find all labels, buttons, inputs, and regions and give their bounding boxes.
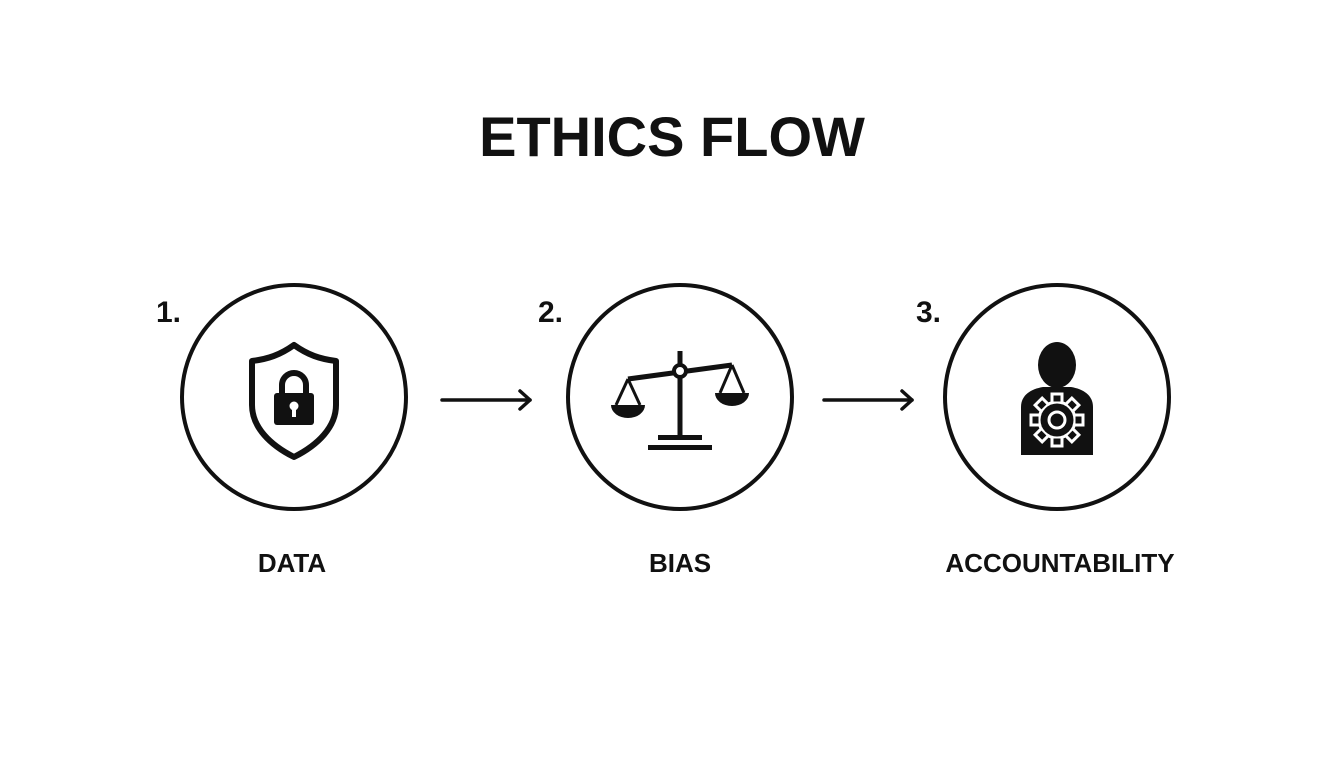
step-2-label: BIAS	[648, 548, 712, 578]
step-1-label: DATA	[257, 548, 327, 578]
scales-icon	[611, 351, 749, 450]
diagram-title: ETHICS FLOW	[479, 105, 865, 168]
step-1-circle	[180, 283, 408, 511]
step-2-circle	[566, 283, 794, 511]
step-3-circle	[943, 283, 1171, 511]
step-3-label: ACCOUNTABILITY	[945, 548, 1175, 578]
step-2-number: 2.	[538, 296, 564, 329]
shield-lock-icon	[249, 342, 339, 460]
arrow-right-icon	[440, 389, 532, 411]
person-gear-icon	[1021, 342, 1093, 455]
arrow-right-icon	[822, 389, 914, 411]
step-1-number: 1.	[156, 296, 182, 329]
step-3-number: 3.	[916, 296, 942, 329]
